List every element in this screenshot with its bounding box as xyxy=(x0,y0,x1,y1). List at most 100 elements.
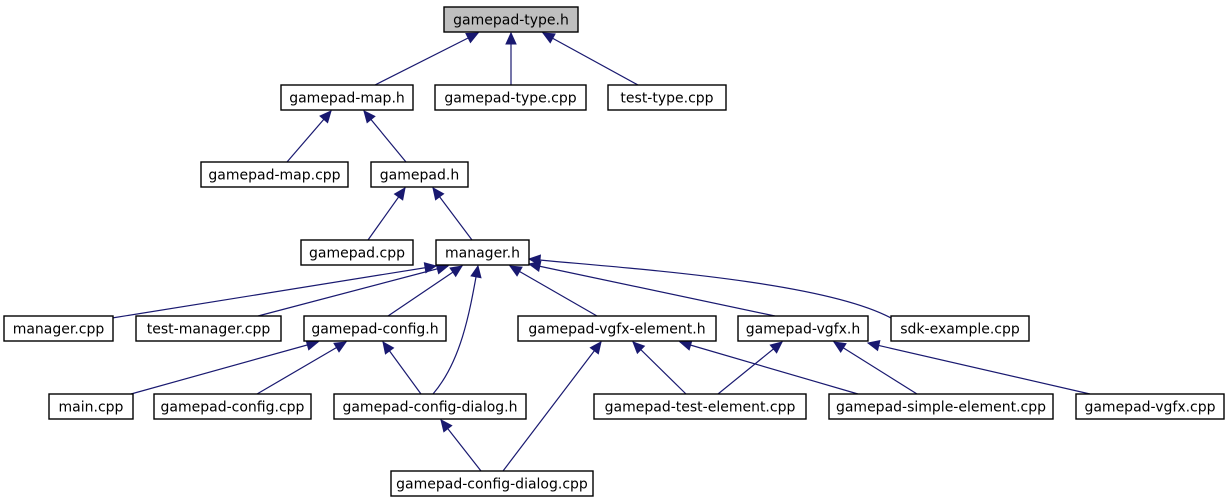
edge-gamepad-config-h-to-manager-h xyxy=(387,265,464,317)
node-box xyxy=(370,161,469,188)
node-label: manager.cpp xyxy=(13,322,105,338)
edge-gamepad-config-cpp-to-gamepad-config-h xyxy=(256,341,348,395)
arrowhead-icon xyxy=(440,419,453,433)
node-label: gamepad-vgfx-element.h xyxy=(528,322,705,338)
node-box xyxy=(737,315,869,342)
arrowhead-icon xyxy=(423,262,438,274)
node-manager-h[interactable]: manager.h xyxy=(435,239,530,266)
node-gamepad-vgfx-h[interactable]: gamepad-vgfx.h xyxy=(737,315,869,342)
edge-line xyxy=(632,341,687,395)
edge-gamepad-vgfx-cpp-to-gamepad-vgfx-h xyxy=(866,339,1091,395)
node-sdk-example-cpp[interactable]: sdk-example.cpp xyxy=(890,315,1030,342)
arrowhead-icon xyxy=(832,341,847,354)
edge-gamepad-config-dialog-cpp-to-gamepad-config-dialog-h xyxy=(440,419,482,472)
edge-line xyxy=(542,32,639,86)
node-gamepad-vgfx-cpp[interactable]: gamepad-vgfx.cpp xyxy=(1075,393,1225,420)
edge-line xyxy=(509,265,598,317)
node-label: gamepad-vgfx.cpp xyxy=(1084,400,1215,416)
arrowhead-icon xyxy=(505,31,517,45)
edge-gamepad-simple-element-cpp-to-gamepad-vgfx-h xyxy=(832,341,918,395)
node-test-manager-cpp[interactable]: test-manager.cpp xyxy=(135,315,282,342)
node-label: gamepad-config-dialog.h xyxy=(342,400,517,416)
edge-line xyxy=(387,265,463,317)
node-gamepad-map-h[interactable]: gamepad-map.h xyxy=(280,84,414,111)
arrowhead-icon xyxy=(589,341,602,355)
node-gamepad-test-element-cpp[interactable]: gamepad-test-element.cpp xyxy=(593,393,807,420)
arrowhead-icon xyxy=(382,341,395,355)
node-gamepad-vgfx-element-h[interactable]: gamepad-vgfx-element.h xyxy=(517,315,717,342)
node-box xyxy=(300,239,414,266)
arrowhead-icon xyxy=(470,264,482,279)
edge-gamepad-type-cpp-to-gamepad-type-h xyxy=(505,31,517,85)
edge-line xyxy=(374,32,479,86)
node-gamepad-config-cpp[interactable]: gamepad-config.cpp xyxy=(153,393,312,420)
node-box xyxy=(200,161,349,188)
node-box xyxy=(890,315,1030,342)
node-box xyxy=(280,84,414,111)
edge-line xyxy=(257,265,449,317)
edge-sdk-example-cpp-to-manager-h xyxy=(527,254,892,319)
node-label: manager.h xyxy=(445,246,520,262)
arrowhead-icon xyxy=(541,32,556,44)
arrowhead-icon xyxy=(678,339,693,351)
edge-gamepad-config-dialog-h-to-gamepad-config-h xyxy=(382,341,422,395)
node-box xyxy=(434,84,587,111)
edge-line xyxy=(432,265,479,395)
node-box xyxy=(1075,393,1225,420)
node-box xyxy=(443,6,579,33)
node-box xyxy=(3,315,114,342)
arrowhead-icon xyxy=(319,110,332,124)
edge-gamepad-simple-element-cpp-to-gamepad-vgfx-element-h xyxy=(678,339,859,395)
arrowhead-icon xyxy=(393,187,406,201)
node-label: sdk-example.cpp xyxy=(900,322,1020,338)
arrowhead-icon xyxy=(866,339,881,352)
node-box xyxy=(435,239,530,266)
node-gamepad-type-h[interactable]: gamepad-type.h xyxy=(443,6,579,33)
node-gamepad-config-dialog-h[interactable]: gamepad-config-dialog.h xyxy=(333,393,527,420)
node-box xyxy=(153,393,312,420)
node-box xyxy=(517,315,717,342)
edge-line xyxy=(679,341,859,395)
nodes-layer: gamepad-type.h gamepad-map.h gamepad-type.… xyxy=(3,6,1225,497)
node-box xyxy=(333,393,527,420)
arrowhead-icon xyxy=(508,265,523,277)
edge-gamepad-cpp-to-gamepad-h xyxy=(367,187,406,241)
node-gamepad-simple-element-cpp[interactable]: gamepad-simple-element.cpp xyxy=(828,393,1054,420)
edge-line xyxy=(256,341,347,395)
node-box xyxy=(48,393,134,420)
node-manager-cpp[interactable]: manager.cpp xyxy=(3,315,114,342)
edge-gamepad-h-to-gamepad-map-h xyxy=(363,110,407,163)
node-gamepad-config-h[interactable]: gamepad-config.h xyxy=(303,315,447,342)
arrowhead-icon xyxy=(449,265,464,278)
edge-line xyxy=(528,263,776,317)
node-test-type-cpp[interactable]: test-type.cpp xyxy=(607,84,727,111)
node-box xyxy=(135,315,282,342)
node-label: gamepad-config.cpp xyxy=(161,400,305,416)
edge-gamepad-vgfx-element-h-to-manager-h xyxy=(508,265,598,317)
node-label: gamepad-map.cpp xyxy=(208,168,340,184)
edge-line xyxy=(833,341,918,395)
edge-gamepad-vgfx-h-to-manager-h xyxy=(527,260,776,317)
node-label: gamepad.h xyxy=(380,168,459,184)
edge-line xyxy=(867,342,1091,395)
edge-manager-cpp-to-manager-h xyxy=(111,262,438,319)
arrowhead-icon xyxy=(333,341,348,353)
node-gamepad-h[interactable]: gamepad.h xyxy=(370,161,469,188)
node-gamepad-map-cpp[interactable]: gamepad-map.cpp xyxy=(200,161,349,188)
node-gamepad-type-cpp[interactable]: gamepad-type.cpp xyxy=(434,84,587,111)
node-box xyxy=(828,393,1054,420)
node-label: gamepad-simple-element.cpp xyxy=(836,400,1046,416)
node-label: gamepad-config.h xyxy=(311,322,438,338)
node-label: gamepad-type.h xyxy=(453,13,569,29)
edge-gamepad-test-element-cpp-to-gamepad-vgfx-element-h xyxy=(632,341,687,395)
arrowhead-icon xyxy=(432,187,445,201)
node-label: gamepad.cpp xyxy=(309,246,405,262)
node-box xyxy=(390,470,594,497)
edge-gamepad-config-dialog-cpp-to-gamepad-vgfx-element-h xyxy=(502,341,602,472)
node-gamepad-cpp[interactable]: gamepad.cpp xyxy=(300,239,414,266)
node-main-cpp[interactable]: main.cpp xyxy=(48,393,134,420)
node-gamepad-config-dialog-cpp[interactable]: gamepad-config-dialog.cpp xyxy=(390,470,594,497)
edge-line xyxy=(111,265,437,319)
node-box xyxy=(593,393,807,420)
